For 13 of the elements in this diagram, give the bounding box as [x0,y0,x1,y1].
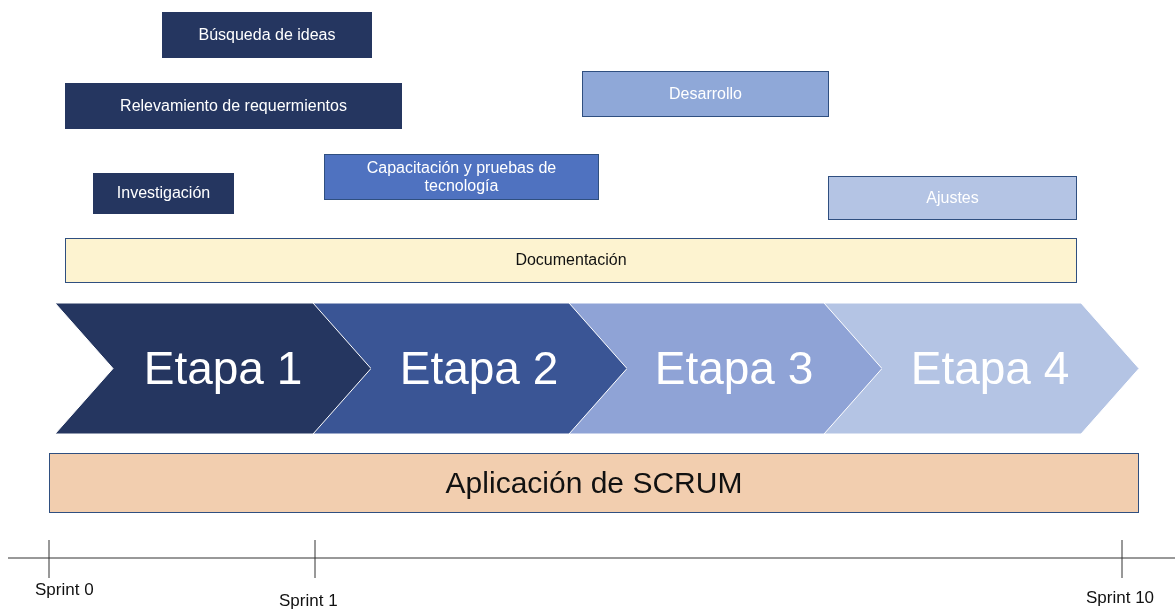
task-bar: Capacitación y pruebas de tecnología [324,154,599,200]
task-bar: Búsqueda de ideas [162,12,372,58]
task-bar: Ajustes [828,176,1077,220]
phase-bar: Aplicación de SCRUM [49,453,1139,513]
task-bar: Documentación [65,238,1077,283]
task-bar: Investigación [93,173,234,214]
task-bar: Relevamiento de requermientos [65,83,402,129]
sprint-label: Sprint 10 [1086,588,1155,608]
sprint-label: Sprint 0 [35,580,94,600]
sprint-label: Sprint 1 [279,591,338,611]
task-bar: Desarrollo [582,71,829,117]
stage-block: Etapa 1 [55,303,371,434]
stage-block: Etapa 2 [311,303,627,434]
